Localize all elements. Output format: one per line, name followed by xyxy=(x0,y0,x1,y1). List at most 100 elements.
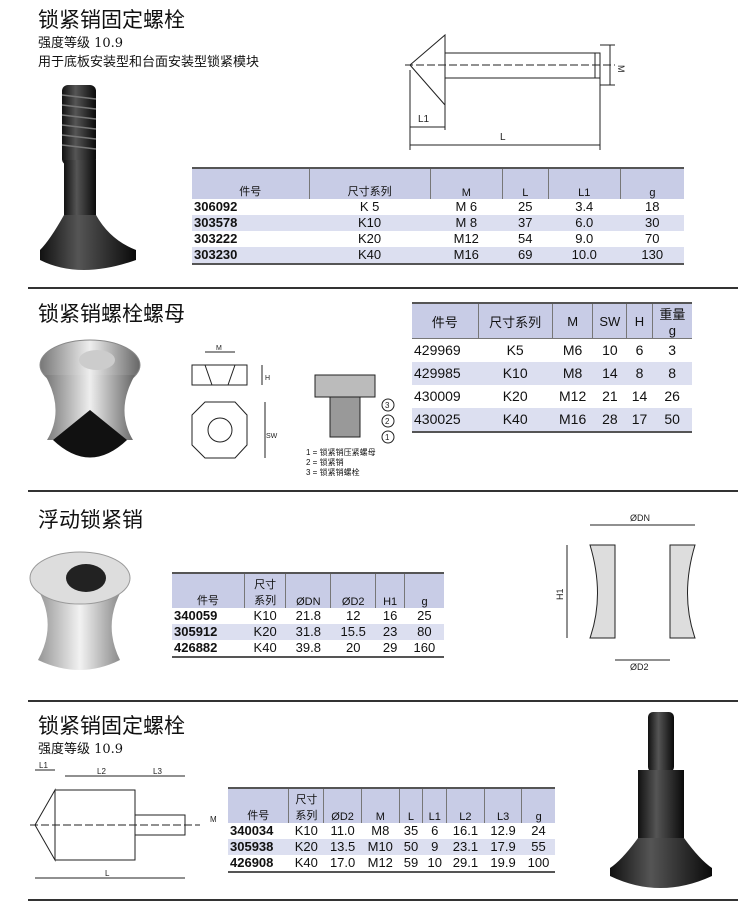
table-cell: 69 xyxy=(502,247,549,265)
section-subtitle: 强度等级 10.9 xyxy=(38,36,124,51)
column-header: 尺寸系列 xyxy=(308,167,431,199)
part-number-cell: 340034 xyxy=(230,823,274,838)
svg-text:L3: L3 xyxy=(153,767,162,776)
table-cell: 17 xyxy=(626,408,653,433)
column-header: H1 xyxy=(375,572,405,608)
column-header: g xyxy=(619,167,684,199)
shoulder-bolt-photo xyxy=(610,712,712,888)
part-number-cell: 340059 xyxy=(174,608,218,623)
nut-photo xyxy=(39,339,141,458)
table-cell: 29 xyxy=(375,640,405,658)
bolt-photo xyxy=(40,85,136,270)
table-cell: 12.9 xyxy=(490,823,516,838)
table-cell: 30 xyxy=(620,215,684,231)
column-header: 件号 xyxy=(412,302,479,339)
part-number-cell: 305938 xyxy=(228,839,289,855)
table-cell: 29.1 xyxy=(446,855,485,873)
table-cell: 21 xyxy=(602,388,618,404)
table-cell: K40 xyxy=(288,855,324,873)
table-cell: 10 xyxy=(422,855,447,873)
part-number-cell: 303578 xyxy=(192,215,310,231)
column-header: ØD2 xyxy=(323,787,362,823)
table-cell: 16 xyxy=(382,608,398,623)
table-cell: M6 xyxy=(562,342,583,358)
divider xyxy=(28,899,738,901)
table-cell: M 8 xyxy=(430,215,503,231)
part-number-cell: 426882 xyxy=(172,640,245,658)
part-number-cell: 430025 xyxy=(412,408,479,433)
divider xyxy=(28,700,738,702)
table-cell: 6 xyxy=(431,823,439,838)
table-cell: 80 xyxy=(404,624,444,640)
table-cell: 18 xyxy=(645,199,660,214)
table-cell: K20 xyxy=(288,839,324,855)
column-header: 重量 g xyxy=(651,302,692,339)
svg-text:3: 3 xyxy=(385,401,390,410)
svg-text:L1: L1 xyxy=(418,114,430,125)
section-title: 锁紧销固定螺栓 xyxy=(38,714,185,738)
table-cell: 26 xyxy=(664,388,680,404)
svg-text:2: 2 xyxy=(385,417,390,426)
table-cell: 25 xyxy=(518,199,533,214)
table-cell: 59 xyxy=(399,855,423,873)
table-cell: 10 xyxy=(602,342,618,358)
column-header: M xyxy=(360,787,400,823)
column-header: L3 xyxy=(483,787,522,823)
legend-item: 3 = 锁紧销螺栓 xyxy=(306,468,360,477)
column-header: ØDN xyxy=(285,572,331,608)
section-title: 浮动锁紧销 xyxy=(38,508,143,532)
table-cell: K5 xyxy=(506,342,524,358)
table-cell: 8 xyxy=(626,362,653,385)
column-header: M xyxy=(551,302,593,339)
part-number-cell: 303230 xyxy=(192,247,310,265)
column-header: SW xyxy=(592,302,627,339)
svg-text:L1: L1 xyxy=(39,761,48,770)
column-header: 尺寸 系列 xyxy=(243,572,286,608)
part-number-cell: 303222 xyxy=(194,231,238,246)
column-header: g xyxy=(404,572,444,608)
table-cell: M10 xyxy=(361,839,400,855)
legend-item: 2 = 锁紧销 xyxy=(306,458,344,467)
table-cell: 25 xyxy=(417,608,432,623)
table-cell: 17.0 xyxy=(323,855,362,873)
table-cell: K20 xyxy=(502,388,528,404)
svg-text:L2: L2 xyxy=(97,767,106,776)
column-header: L xyxy=(398,787,423,823)
table-cell: M8 xyxy=(552,362,593,385)
table-cell: M16 xyxy=(430,247,503,265)
nut-drawing: M H SW xyxy=(191,345,278,459)
column-header: 尺寸系列 xyxy=(477,302,553,339)
bolt-drawing: M L1 L xyxy=(405,33,626,150)
svg-text:SW: SW xyxy=(266,433,278,440)
column-header: 尺寸 系列 xyxy=(288,787,324,823)
table-cell: 31.8 xyxy=(285,624,331,640)
table-cell: 11.0 xyxy=(330,823,355,838)
table-cell: K40 xyxy=(244,640,286,658)
table-cell: K10 xyxy=(309,215,431,231)
table-cell: 6 xyxy=(635,342,644,358)
table-cell: 130 xyxy=(620,247,684,265)
svg-text:1: 1 xyxy=(385,433,390,442)
table-cell: 37 xyxy=(502,215,549,231)
table-cell: 15.5 xyxy=(330,624,376,640)
assembly-drawing: 3 2 1 xyxy=(314,374,395,444)
table-cell: 14 xyxy=(592,362,627,385)
column-header: M xyxy=(429,167,503,199)
table-cell: K 5 xyxy=(359,199,380,214)
section-note: 用于底板安装型和台面安装型锁紧模块 xyxy=(38,55,260,70)
part-number-cell: 305912 xyxy=(172,624,245,640)
column-header: ØD2 xyxy=(330,572,376,608)
table-cell: M16 xyxy=(552,408,593,433)
svg-text:H1: H1 xyxy=(555,588,565,600)
